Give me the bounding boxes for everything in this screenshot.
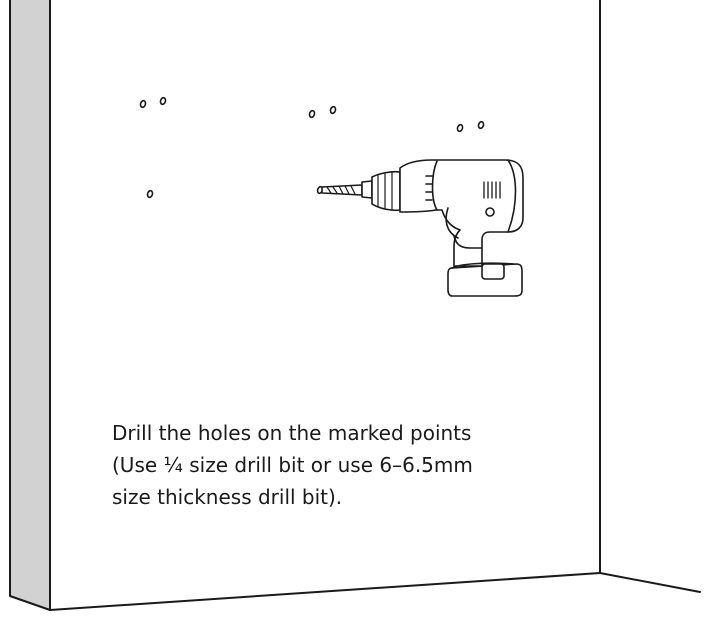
instruction-line-2: (Use ¼ size drill bit or use 6–6.5mm: [112, 453, 473, 477]
hole-single: [146, 189, 154, 199]
battery-release-button: [481, 263, 505, 280]
drill-body: [399, 159, 524, 267]
right-floor-line: [599, 572, 701, 593]
drill-pivot-circle: [485, 207, 495, 217]
floor-line: [49, 572, 601, 611]
drill-vent-lines: [483, 181, 501, 199]
hole-mark-icon: [477, 120, 485, 130]
drill-switch-marks: [425, 175, 433, 201]
hole-mark-icon: [146, 189, 154, 199]
instruction-line-1: Drill the holes on the marked points: [112, 421, 472, 445]
drill-battery-pack: [447, 262, 523, 297]
drill-chuck: [361, 170, 401, 212]
drill-bit: [316, 184, 363, 196]
drill-trigger: [445, 207, 483, 249]
hole-pair-right: [456, 120, 485, 133]
left-wall-edge: [9, 0, 51, 611]
hole-mark-icon: [329, 105, 337, 115]
wall-structure: [9, 0, 701, 611]
hole-mark-icon: [159, 96, 167, 106]
hole-mark-icon: [456, 123, 464, 133]
hole-pair-middle: [308, 105, 337, 119]
hole-mark-icon: [139, 99, 147, 109]
instruction-text: Drill the holes on the marked points (Us…: [112, 417, 564, 513]
hole-pair-left: [139, 96, 167, 109]
marked-hole-points: [139, 96, 485, 199]
drill-icon: [316, 159, 524, 297]
hole-mark-icon: [308, 109, 316, 119]
instruction-line-3: size thickness drill bit).: [112, 485, 343, 509]
